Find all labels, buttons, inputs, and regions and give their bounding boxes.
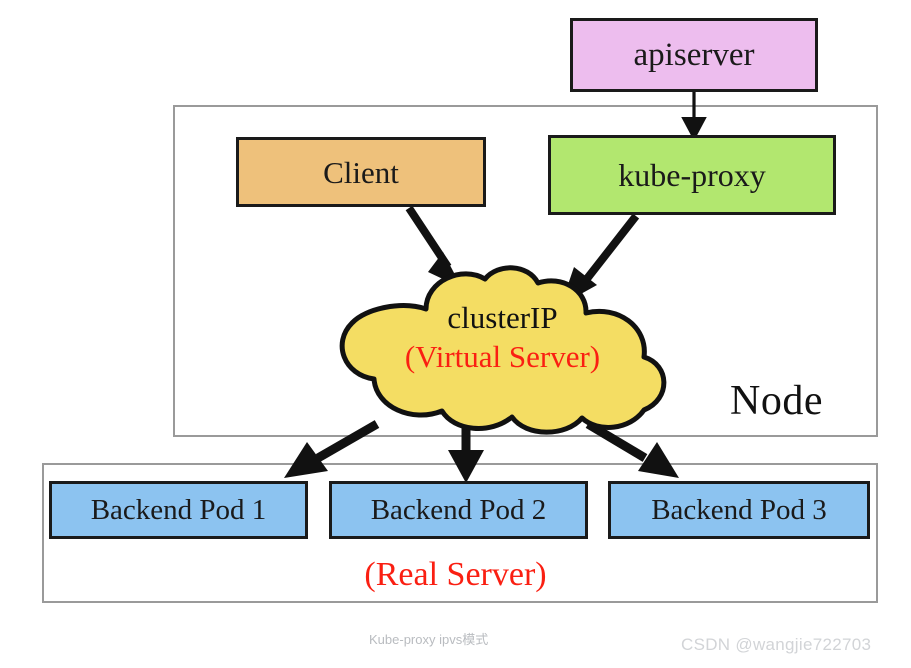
backend-pod-3-box[interactable]: Backend Pod 3 [608,481,870,539]
csdn-watermark: CSDN @wangjie722703 [681,635,872,654]
backend-pod-2-box[interactable]: Backend Pod 2 [329,481,588,539]
backend-pod-1-box[interactable]: Backend Pod 1 [49,481,308,539]
kube-proxy-box[interactable]: kube-proxy [548,135,836,215]
apiserver-box[interactable]: apiserver [570,18,818,92]
clusterip-cloud [339,265,667,435]
node-container [173,105,878,437]
client-box[interactable]: Client [236,137,486,207]
real-server-label: (Real Server) [364,556,547,593]
node-container-label: Node [730,378,823,424]
diagram-caption: Kube-proxy ipvs模式 [369,632,489,647]
